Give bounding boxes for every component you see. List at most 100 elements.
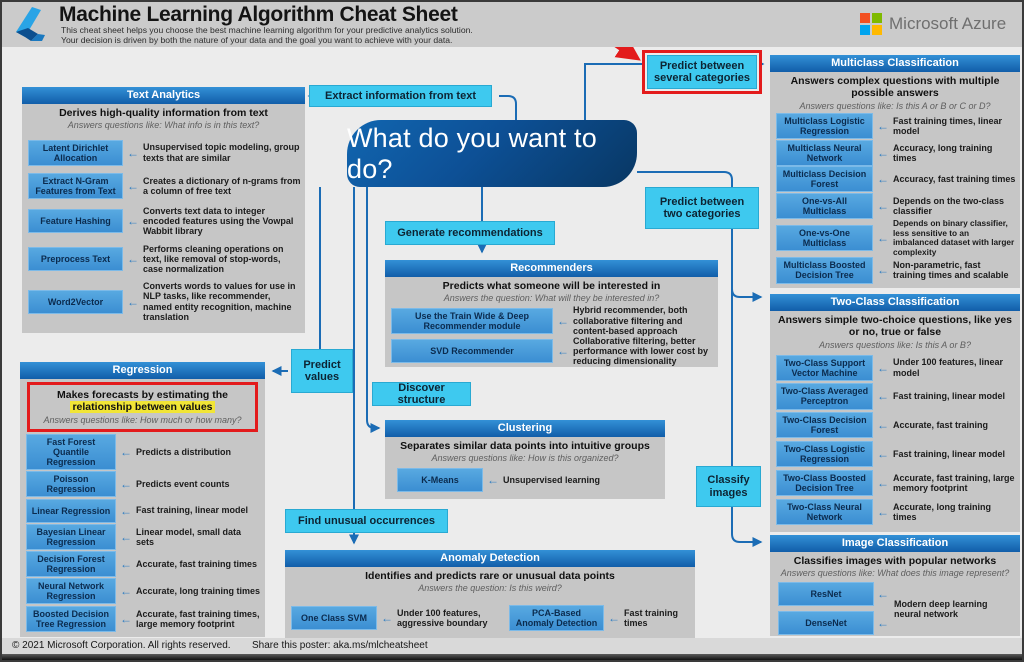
algorithm-button[interactable]: Preprocess Text xyxy=(28,246,123,271)
left-arrow-icon: ← xyxy=(608,610,620,625)
decision-label-predict-two: Predict between two categories xyxy=(645,187,759,229)
algorithm-button[interactable]: Two-Class Decision Forest xyxy=(776,412,873,439)
panel-question: Answers questions like: What does this i… xyxy=(780,568,1010,579)
left-arrow-icon: ← xyxy=(127,294,139,309)
algorithm-button[interactable]: Two-Class Logistic Regression xyxy=(776,441,873,468)
algorithm-description: Predicts a distribution xyxy=(136,446,232,457)
algorithm-row: PCA-Based Anomaly Detection ← Fast train… xyxy=(509,604,689,631)
algorithm-button[interactable]: Multiclass Boosted Decision Tree xyxy=(776,257,873,284)
algorithm-row: Two-Class Decision Forest ← Accurate, fa… xyxy=(776,412,1016,439)
page-subtitle-line2: Your decision is driven by both the natu… xyxy=(61,35,453,45)
left-arrow-icon: ← xyxy=(120,445,132,459)
central-question-text: What do you want to do? xyxy=(347,122,597,184)
red-annotation-box: Makes forecasts by estimating the relati… xyxy=(27,382,258,432)
algorithm-button[interactable]: K-Means xyxy=(397,468,483,493)
algorithm-description: Unsupervised topic modeling, group texts… xyxy=(143,142,300,163)
algorithm-button[interactable]: Linear Regression xyxy=(26,498,116,523)
page-subtitle-line1: This cheat sheet helps you choose the be… xyxy=(61,25,473,35)
algorithm-button[interactable]: Multiclass Neural Network xyxy=(776,139,873,166)
algorithm-button[interactable]: Multiclass Logistic Regression xyxy=(776,113,873,140)
left-arrow-icon: ← xyxy=(127,178,139,193)
algorithm-row: Two-Class Boosted Decision Tree ← Accura… xyxy=(776,470,1016,497)
algorithm-button[interactable]: Two-Class Support Vector Machine xyxy=(776,354,873,381)
algorithm-button[interactable]: Two-Class Neural Network xyxy=(776,499,873,526)
algorithm-row: Multiclass Decision Forest ← Accuracy, f… xyxy=(776,166,1016,193)
algorithm-button[interactable]: SVD Recommender xyxy=(391,339,553,364)
algorithm-button[interactable]: ResNet xyxy=(778,582,874,607)
algorithm-row: Latent Dirichlet Allocation ← Unsupervis… xyxy=(28,139,301,166)
algorithm-button[interactable]: Latent Dirichlet Allocation xyxy=(28,139,123,166)
algorithm-description: Accuracy, long training times xyxy=(893,142,993,163)
panel-heading: Answers simple two-choice questions, lik… xyxy=(778,314,1012,339)
algorithm-row: Extract N-Gram Features from Text ← Crea… xyxy=(28,172,301,199)
algorithm-button[interactable]: Word2Vector xyxy=(28,289,123,314)
left-arrow-icon: ← xyxy=(877,172,889,187)
algorithm-button[interactable]: Bayesian Linear Regression xyxy=(26,523,116,550)
left-arrow-icon: ← xyxy=(877,616,889,631)
algorithm-row: Poisson Regression ← Predicts event coun… xyxy=(26,471,261,498)
algorithm-button[interactable]: Two-Class Averaged Perceptron xyxy=(776,383,873,410)
algorithm-description: Collaborative filtering, better performa… xyxy=(573,335,709,367)
algorithm-description: Under 100 features, aggressive boundary xyxy=(397,607,488,628)
algorithm-button[interactable]: Boosted Decision Tree Regression xyxy=(26,605,116,632)
left-arrow-icon: ← xyxy=(877,263,889,278)
algorithm-button[interactable]: One-vs-All Multiclass xyxy=(776,192,873,220)
algorithm-row: Bayesian Linear Regression ← Linear mode… xyxy=(26,523,261,550)
algorithm-button[interactable]: Poisson Regression xyxy=(26,471,116,498)
panel-text-analytics: Text Analytics Derives high-quality info… xyxy=(22,87,305,333)
left-arrow-icon: ← xyxy=(877,119,889,134)
algorithm-button[interactable]: Decision Forest Regression xyxy=(26,551,116,578)
panel-title: Recommenders xyxy=(385,260,718,277)
algorithm-button[interactable]: One Class SVM xyxy=(291,605,377,630)
algorithm-button[interactable]: Neural Network Regression xyxy=(26,578,116,605)
panel-question: Answers questions like: Is this A or B o… xyxy=(799,100,991,111)
algorithm-button[interactable]: Multiclass Decision Forest xyxy=(776,166,873,193)
algorithm-button[interactable]: Extract N-Gram Features from Text xyxy=(28,172,123,199)
algorithm-description: Accuracy, fast training times xyxy=(893,174,1016,185)
left-arrow-icon: ← xyxy=(877,587,889,602)
algorithm-row: One Class SVM ← Under 100 features, aggr… xyxy=(291,605,501,630)
panel-heading: Answers complex questions with multiple … xyxy=(790,75,1000,100)
algorithm-description: Non-parametric, fast training times and … xyxy=(893,260,1009,281)
left-arrow-icon: ← xyxy=(877,360,889,375)
brand-name: Microsoft Azure xyxy=(889,14,1007,33)
algorithm-row: Multiclass Neural Network ← Accuracy, lo… xyxy=(776,139,1016,166)
algorithm-button[interactable]: PCA-Based Anomaly Detection xyxy=(509,604,604,631)
algorithm-button[interactable]: Fast Forest Quantile Regression xyxy=(26,433,116,471)
panel-heading: Makes forecasts by estimating the relati… xyxy=(30,386,255,414)
left-arrow-icon: ← xyxy=(120,477,132,492)
algorithm-button[interactable]: DenseNet xyxy=(778,611,874,636)
panel-title: Two-Class Classification xyxy=(770,294,1020,311)
algorithm-row: Feature Hashing ← Converts text data to … xyxy=(28,206,301,236)
algorithm-button[interactable]: Use the Train Wide & Deep Recommender mo… xyxy=(391,307,553,334)
decision-label-predict-several: Predict between several categories xyxy=(647,55,757,89)
left-arrow-icon: ← xyxy=(557,313,569,328)
algorithm-description: Fast training, linear model xyxy=(893,391,1006,402)
algorithm-row: Decision Forest Regression ← Accurate, f… xyxy=(26,551,261,578)
algorithm-description: Predicts event counts xyxy=(136,479,230,490)
panel-question: Answers the question: Is this weird? xyxy=(418,583,562,594)
algorithm-button[interactable]: One-vs-One Multiclass xyxy=(776,225,873,252)
footer-bar: © 2021 Microsoft Corporation. All rights… xyxy=(2,638,1022,654)
panel-title: Anomaly Detection xyxy=(285,550,695,567)
panel-heading: Separates similar data points into intui… xyxy=(400,440,650,452)
algorithm-description: Accurate, fast training xyxy=(893,420,989,431)
left-arrow-icon: ← xyxy=(877,418,889,433)
algorithm-button[interactable]: Feature Hashing xyxy=(28,209,123,234)
algorithm-row: Two-Class Averaged Perceptron ← Fast tra… xyxy=(776,383,1016,410)
panel-question: Answers questions like: How much or how … xyxy=(43,414,242,425)
algorithm-description: Performs cleaning operations on text, li… xyxy=(143,243,284,274)
panel-title: Image Classification xyxy=(770,535,1020,552)
algorithm-row: One-vs-All Multiclass ← Depends on the t… xyxy=(776,192,1016,220)
microsoft-azure-logo: Microsoft Azure xyxy=(860,13,1006,35)
algorithm-row: Fast Forest Quantile Regression ← Predic… xyxy=(26,433,261,471)
decision-label-classify-images: Classify images xyxy=(696,466,761,507)
panel-heading: Derives high-quality information from te… xyxy=(59,107,268,119)
algorithm-row: Preprocess Text ← Performs cleaning oper… xyxy=(28,244,301,274)
algorithm-description: Accurate, fast training, large memory fo… xyxy=(893,473,1015,494)
algorithm-button[interactable]: Two-Class Boosted Decision Tree xyxy=(776,470,873,497)
left-arrow-icon: ← xyxy=(877,447,889,462)
azure-ml-logo-icon xyxy=(16,7,45,41)
panel-question: Answers questions like: Is this A or B? xyxy=(819,339,971,350)
